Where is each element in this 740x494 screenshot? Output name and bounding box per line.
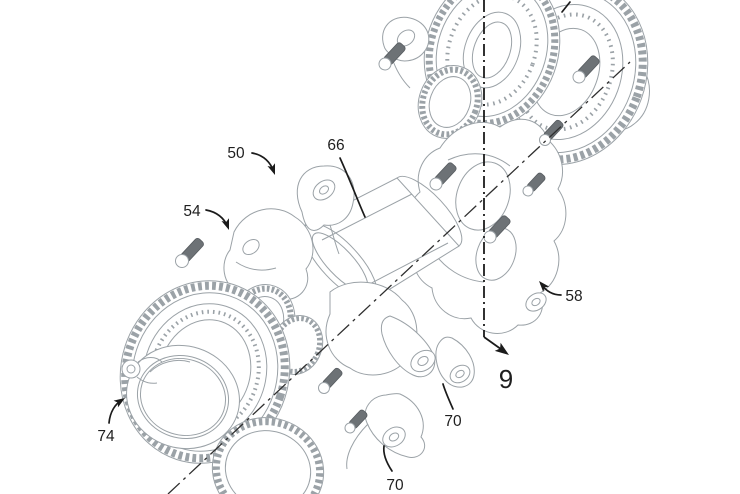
ref-58-arrowhead-icon: [539, 281, 550, 292]
ref-54-label: 54: [183, 203, 201, 220]
crankshaft-assembly-drawing: [119, 0, 650, 494]
section-arrowhead-icon: [494, 342, 509, 355]
lower-partial-gear: [211, 417, 325, 494]
ref-66: 66: [327, 137, 366, 218]
ref-70-upper: 70: [442, 383, 462, 430]
ref-74-label: 74: [97, 428, 115, 445]
rear-pinion-gear: [417, 65, 483, 139]
ref-54-arrowhead-icon: [221, 218, 229, 230]
ref-58: 58: [539, 281, 583, 305]
ref-74-arrowhead-icon: [113, 398, 125, 408]
ref-70-lower-leader: [382, 445, 393, 472]
ref-70-lower: 70: [382, 445, 404, 494]
mount-lug-arm-lower: [364, 393, 426, 458]
drum-mount-lug: [121, 357, 163, 384]
ref-74: 74: [97, 398, 125, 445]
ref-70-lower-label: 70: [386, 477, 404, 494]
stud-bolts: [175, 42, 600, 434]
balancer-gear-assembly: [119, 280, 325, 494]
journal-lug-arm: [296, 165, 355, 255]
ref-70-upper-label: 70: [444, 413, 462, 430]
ref-50: 50: [227, 145, 275, 175]
section-line-9: 9: [483, 0, 513, 394]
ref-50-label: 50: [227, 145, 245, 162]
ref-70-upper-leader: [442, 383, 454, 410]
clutch-drum: [126, 344, 240, 450]
crankshaft-axis-centerline: [167, 61, 631, 494]
cropped-leader-line: [561, 1, 571, 13]
ref-66-label: 66: [327, 137, 344, 154]
ref-54: 54: [183, 203, 229, 230]
ref-50-arrowhead-icon: [267, 163, 275, 175]
section-label-9: 9: [499, 364, 513, 394]
ref-58-label: 58: [565, 288, 582, 305]
ref-66-leader: [339, 157, 366, 218]
lower-crank-web: [325, 281, 475, 470]
